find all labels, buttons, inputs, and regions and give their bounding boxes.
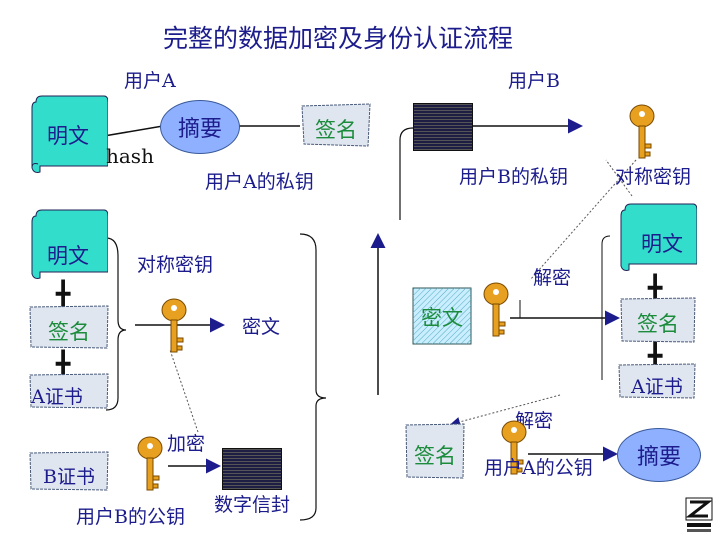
plaintext-label-2: 明文 [47, 244, 89, 268]
company-logo [684, 496, 714, 536]
plaintext-scroll-1: 明文 [28, 94, 108, 176]
scroll-icon [31, 95, 108, 173]
plaintext-label-3: 明文 [641, 232, 683, 256]
signature-paper-icon [620, 297, 696, 343]
plus-connector-4: ╋ [648, 342, 663, 370]
symmetric-key-label-1: 对称密钥 [615, 166, 692, 188]
signature-paper-icon [301, 103, 371, 147]
key-icon-public-a [500, 420, 528, 482]
cert-a-card-right: A证书 [617, 362, 697, 400]
certificate-paper-icon [618, 363, 696, 399]
certificate-paper-icon [29, 451, 109, 491]
key-icon-decrypt [482, 282, 510, 344]
ciphertext-label-2: 密文 [421, 306, 463, 330]
encrypted-envelope-box-bottom [222, 448, 282, 490]
key-icon-public-b [136, 436, 164, 498]
signature-label-2: 签名 [48, 320, 90, 344]
private-key-a-label: 用户A的私钥 [205, 171, 314, 193]
signature-card-2: 签名 [28, 304, 110, 350]
cert-a-label-1: A证书 [31, 386, 83, 408]
scroll-icon [31, 209, 108, 279]
digest-ellipse-2: 摘要 [617, 428, 701, 482]
plus-connector-1: ╋ [56, 280, 71, 308]
plaintext-scroll-3: 明文 [617, 202, 697, 272]
digest-ellipse-1: 摘要 [160, 100, 240, 154]
signature-card-3: 签名 [619, 296, 697, 344]
plus-connector-2: ╋ [56, 350, 71, 378]
scroll-icon [620, 203, 697, 271]
page-title: 完整的数据加密及身份认证流程 [163, 24, 514, 53]
decrypt-label-1: 解密 [533, 267, 572, 289]
signature-paper-icon [405, 423, 465, 479]
plaintext-scroll-2: 明文 [28, 208, 108, 280]
signature-card-1: 签名 [300, 102, 372, 148]
plus-connector-3: ╋ [648, 274, 663, 302]
private-key-b-label: 用户B的私钥 [459, 166, 568, 188]
user-a-label: 用户A [124, 70, 176, 92]
certificate-paper-icon [29, 373, 109, 409]
symmetric-key-label-2: 对称密钥 [137, 254, 214, 276]
key-icon-top-right [628, 104, 656, 166]
ciphertext-paper-icon [412, 287, 472, 345]
public-key-a-label: 用户A的公钥 [484, 457, 593, 479]
signature-card-4: 签名 [404, 422, 466, 480]
key-icon-symmetric [160, 298, 188, 360]
cert-a-card-left: A证书 [28, 372, 110, 410]
cert-b-card: B证书 [28, 450, 110, 492]
cert-b-label: B证书 [43, 466, 95, 488]
encrypt-label: 加密 [167, 433, 206, 455]
digital-envelope-label: 数字信封 [214, 494, 291, 516]
signature-label-3: 签名 [637, 312, 679, 336]
ciphertext-card: 密文 [411, 286, 473, 346]
cert-a-label-2: A证书 [631, 376, 683, 398]
encrypted-envelope-box-top [413, 103, 473, 151]
signature-paper-icon [29, 305, 109, 349]
public-key-b-label: 用户B的公钥 [76, 506, 185, 528]
signature-label-1: 签名 [315, 118, 357, 142]
ciphertext-label-1: 密文 [242, 316, 281, 338]
signature-label-4: 签名 [414, 444, 456, 468]
hash-label: hash [106, 144, 154, 168]
plaintext-label-1: 明文 [47, 124, 89, 148]
user-b-label: 用户B [508, 70, 560, 92]
